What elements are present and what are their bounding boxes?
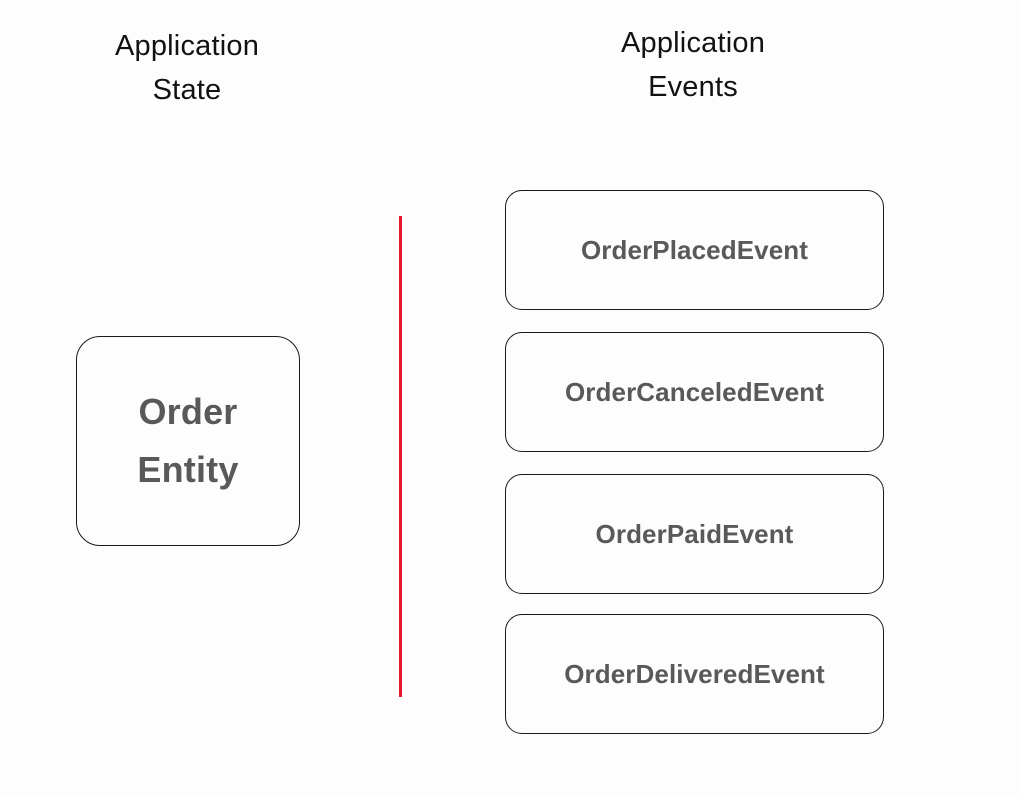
column-heading-application-events: Application Events	[620, 27, 766, 104]
node-order-delivered-event[interactable]: OrderDeliveredEvent	[505, 614, 884, 734]
node-order-placed-event[interactable]: OrderPlacedEvent	[505, 190, 884, 310]
vertical-divider-line	[399, 216, 402, 697]
node-order-canceled-event[interactable]: OrderCanceledEvent	[505, 332, 884, 452]
node-order-entity[interactable]: Order Entity	[76, 336, 300, 546]
column-heading-application-state: Application State	[114, 30, 260, 107]
node-order-paid-event[interactable]: OrderPaidEvent	[505, 474, 884, 594]
